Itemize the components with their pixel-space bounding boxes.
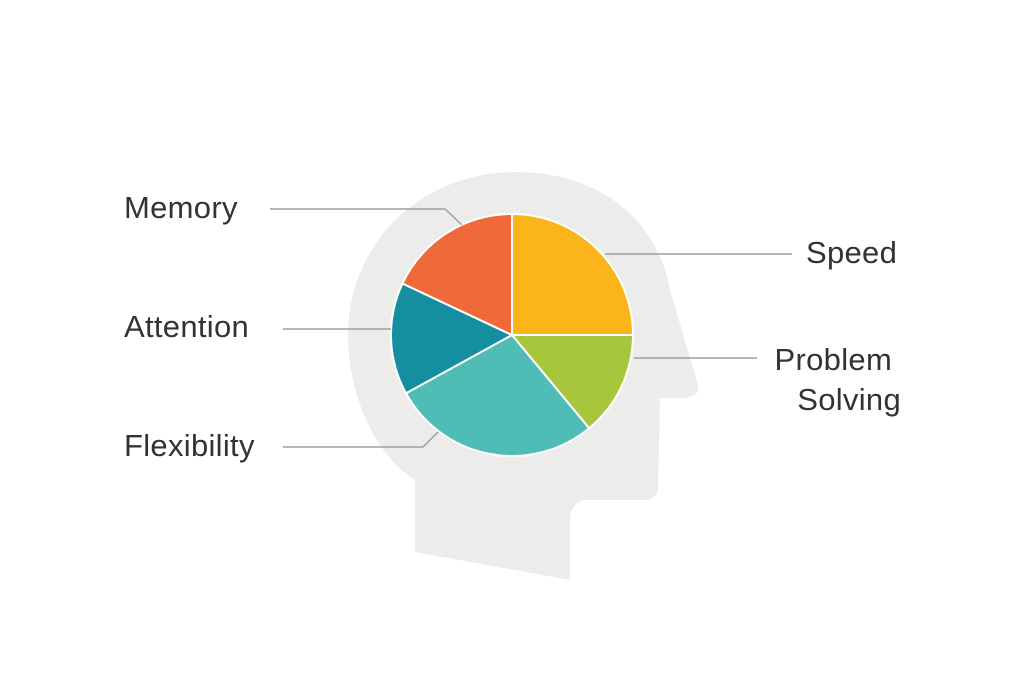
label-attention: Attention [124,309,249,344]
pie-slices [390,212,635,457]
label-problem-solving-line-1: Problem [775,342,893,377]
label-problem-solving-line-2: Solving [797,382,901,417]
pie-slice-flexibility [404,333,591,457]
pie-slice-memory [401,212,513,337]
pie-slice-attention [390,282,515,395]
leader-lines [270,208,792,448]
label-problem-solving: Problem Solving [775,342,901,417]
leader-line-memory [270,208,463,226]
leader-line-flexibility [283,431,439,448]
label-memory: Memory [124,190,238,225]
label-speed: Speed [806,235,897,270]
pie-slice-speed [511,212,635,336]
pie-slice-problem-solving [509,334,635,430]
label-flexibility: Flexibility [124,428,255,463]
